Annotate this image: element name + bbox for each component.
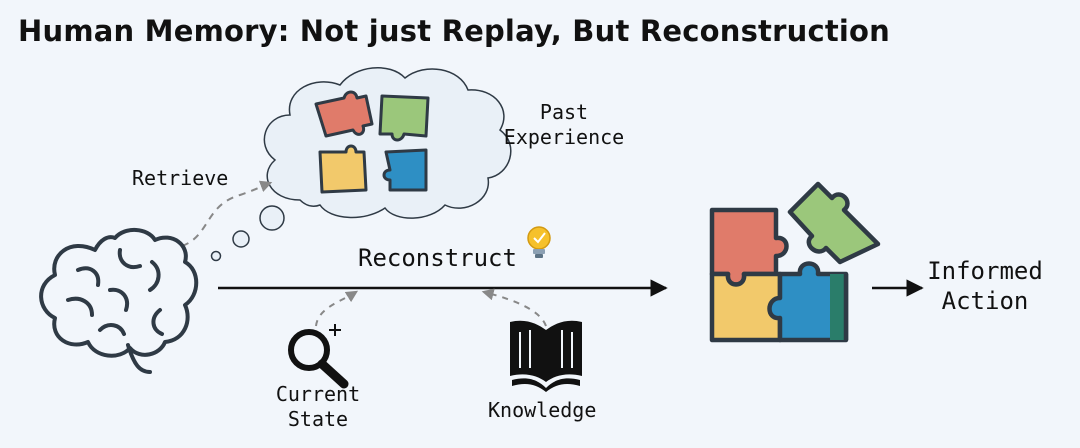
past-experience-line2: Experience	[503, 125, 625, 149]
current-state-arrow	[315, 290, 359, 327]
magnifier-plus-icon	[288, 324, 349, 389]
page-title: Human Memory: Not just Replay, But Recon…	[18, 14, 891, 48]
knowledge-arrow	[481, 288, 547, 327]
current-state-line1: Current	[275, 382, 361, 406]
open-book-icon	[510, 320, 582, 392]
informed-action-line1: Informed	[927, 257, 1043, 285]
informed-action-label: Informed Action	[914, 256, 1056, 316]
retrieve-label: Retrieve	[132, 166, 229, 190]
reconstruct-label: Reconstruct	[358, 244, 517, 272]
brain-icon	[39, 228, 199, 374]
assembled-puzzle-icon	[709, 181, 881, 343]
past-experience-puzzle-icon	[314, 90, 430, 194]
lightbulb-icon	[527, 226, 551, 258]
past-experience-label: Past Experience	[494, 100, 634, 150]
current-state-label: Current State	[262, 382, 374, 432]
past-experience-line1: Past	[539, 100, 589, 124]
retrieve-arrow	[181, 180, 273, 247]
knowledge-label: Knowledge	[488, 398, 597, 422]
informed-action-line2: Action	[941, 287, 1029, 315]
current-state-line2: State	[287, 407, 349, 431]
